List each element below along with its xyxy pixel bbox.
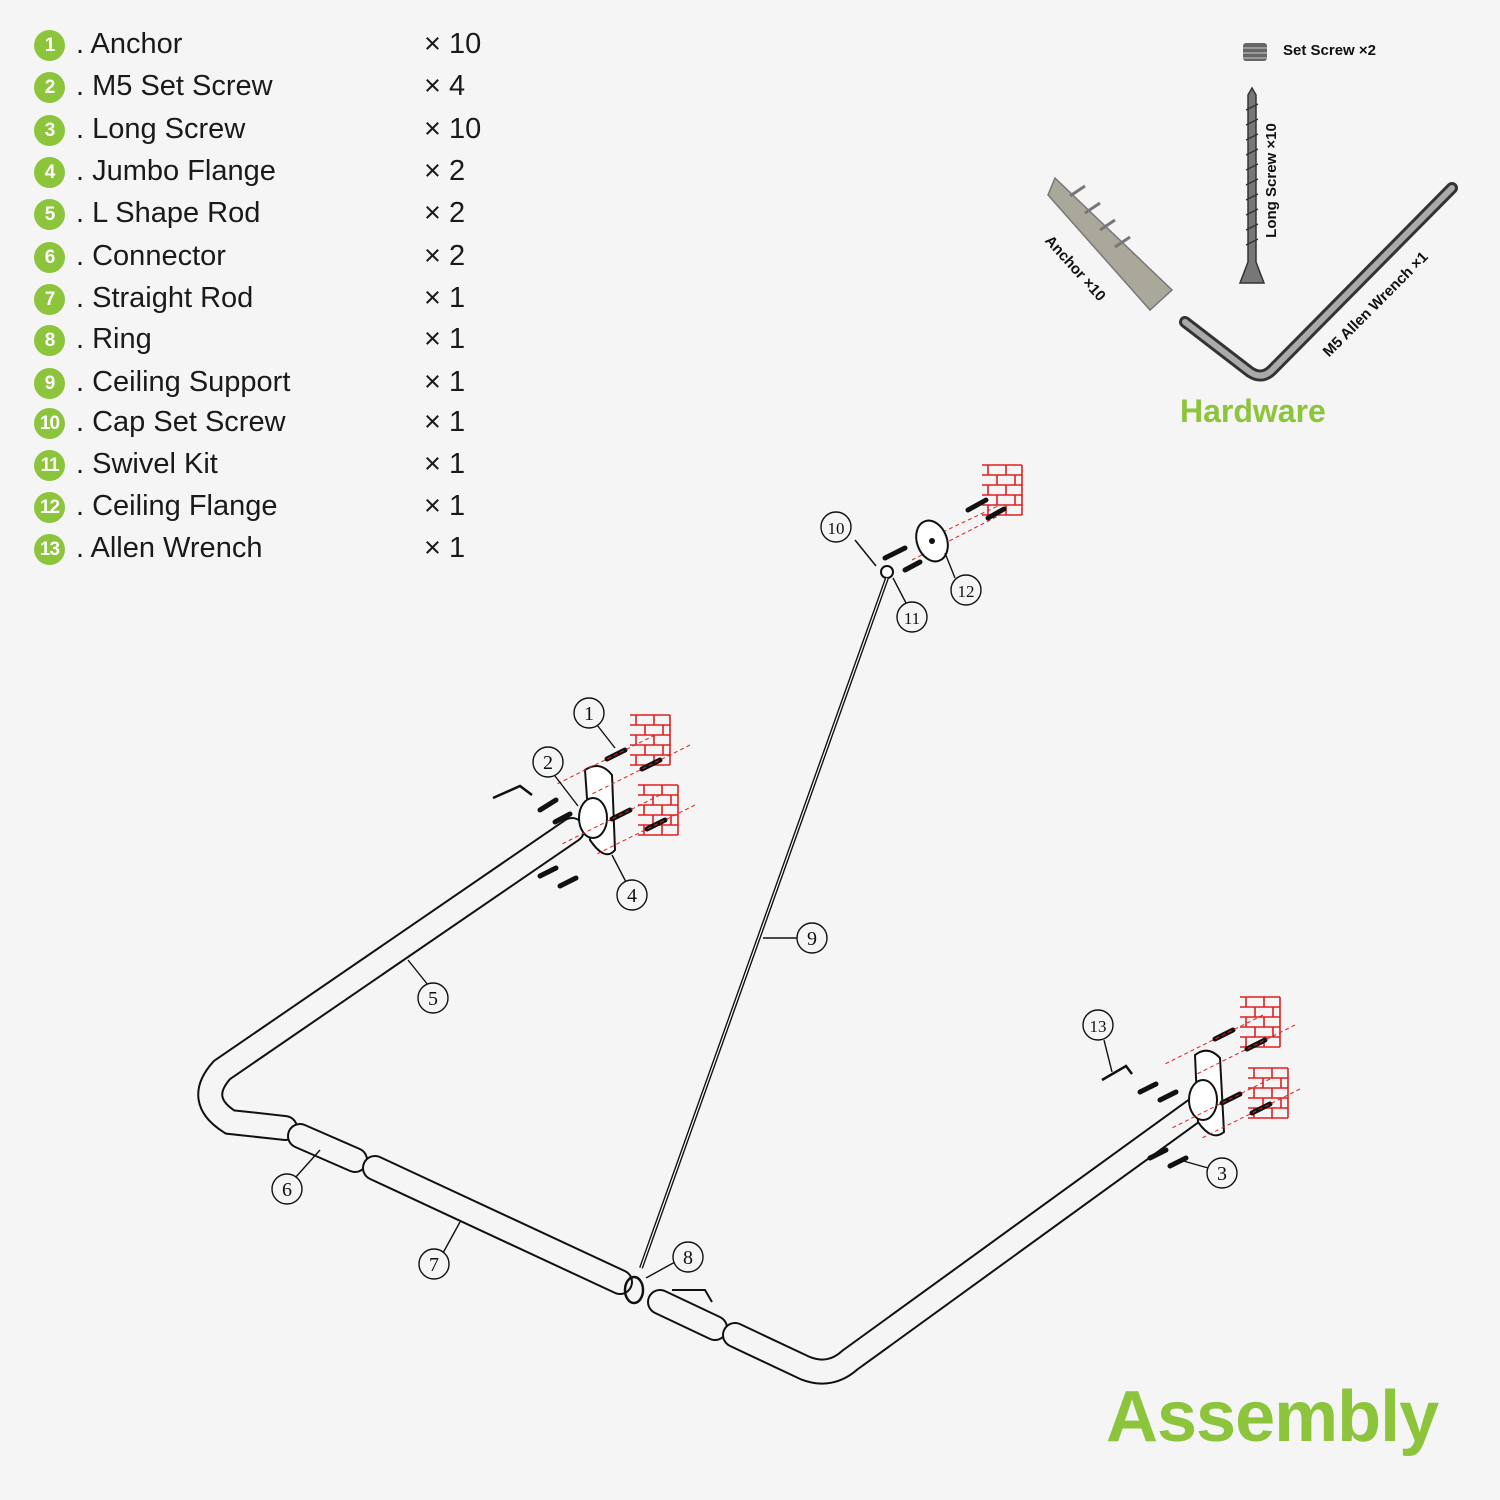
part-number-badge: 5 — [34, 199, 65, 230]
part-quantity: × 1 — [424, 366, 466, 398]
callout-13: 13 — [1090, 1017, 1107, 1036]
part-number-badge: 12 — [34, 492, 65, 523]
part-row: 3 . Long Screw × 10 — [34, 113, 534, 153]
part-quantity: × 1 — [424, 323, 466, 355]
part-quantity: × 1 — [424, 406, 466, 438]
part-quantity: × 4 — [424, 70, 466, 102]
part-row: 8 . Ring × 1 — [34, 323, 534, 363]
part-name: . Straight Rod — [76, 282, 254, 314]
part-name: . Long Screw — [76, 113, 246, 145]
part-quantity: × 2 — [424, 197, 466, 229]
part-quantity: × 1 — [424, 490, 466, 522]
part-name: . Ceiling Flange — [76, 490, 278, 522]
part-row: 9 . Ceiling Support × 1 — [34, 366, 534, 406]
part-name: . M5 Set Screw — [76, 70, 273, 102]
anchor-icon — [1047, 176, 1174, 312]
part-name: . Allen Wrench — [76, 532, 263, 564]
part-row: 4 . Jumbo Flange × 2 — [34, 155, 534, 195]
callout-8: 8 — [683, 1247, 693, 1269]
part-number-badge: 9 — [34, 368, 65, 399]
set-screw-label: Set Screw ×2 — [1283, 42, 1376, 59]
callout-11: 11 — [904, 609, 920, 628]
callout-6: 6 — [282, 1179, 292, 1201]
part-name: . Ring — [76, 323, 152, 355]
set-screw-icon — [1243, 43, 1267, 61]
part-name: . Connector — [76, 240, 226, 272]
part-quantity: × 10 — [424, 113, 482, 145]
part-quantity: × 10 — [424, 28, 482, 60]
callout-4: 4 — [627, 885, 637, 907]
part-row: 13 . Allen Wrench × 1 — [34, 532, 534, 572]
part-number-badge: 10 — [34, 408, 65, 439]
part-name: . Ceiling Support — [76, 366, 291, 398]
part-quantity: × 2 — [424, 155, 466, 187]
part-number-badge: 6 — [34, 242, 65, 273]
part-quantity: × 2 — [424, 240, 466, 272]
callout-10: 10 — [828, 519, 845, 538]
callout-2: 2 — [543, 752, 553, 774]
part-row: 7 . Straight Rod × 1 — [34, 282, 534, 322]
assembly-title: Assembly — [1106, 1377, 1439, 1457]
part-row: 11 . Swivel Kit × 1 — [34, 448, 534, 488]
part-row: 12 . Ceiling Flange × 1 — [34, 490, 534, 530]
long-screw-icon — [1238, 86, 1266, 284]
part-name: . Anchor — [76, 28, 183, 60]
part-quantity: × 1 — [424, 532, 466, 564]
part-number-badge: 13 — [34, 534, 65, 565]
callout-9: 9 — [807, 928, 817, 950]
hardware-title: Hardware — [1180, 393, 1326, 429]
part-number-badge: 8 — [34, 325, 65, 356]
part-number-badge: 1 — [34, 30, 65, 61]
part-number-badge: 7 — [34, 284, 65, 315]
part-row: 6 . Connector × 2 — [34, 240, 534, 280]
part-name: . L Shape Rod — [76, 197, 261, 229]
part-name: . Cap Set Screw — [76, 406, 286, 438]
part-number-badge: 2 — [34, 72, 65, 103]
callout-1: 1 — [584, 703, 594, 725]
part-row: 2 . M5 Set Screw × 4 — [34, 70, 534, 110]
part-number-badge: 11 — [34, 450, 65, 481]
callout-7: 7 — [429, 1254, 439, 1276]
part-quantity: × 1 — [424, 282, 466, 314]
part-row: 5 . L Shape Rod × 2 — [34, 197, 534, 237]
callout-5: 5 — [428, 988, 438, 1010]
callout-3: 3 — [1217, 1163, 1227, 1185]
allen-wrench-icon — [1179, 182, 1458, 382]
long-screw-label: Long Screw ×10 — [1262, 123, 1280, 238]
part-number-badge: 3 — [34, 115, 65, 146]
part-quantity: × 1 — [424, 448, 466, 480]
part-name: . Swivel Kit — [76, 448, 218, 480]
callout-12: 12 — [958, 582, 975, 601]
part-name: . Jumbo Flange — [76, 155, 276, 187]
part-row: 10 . Cap Set Screw × 1 — [34, 406, 534, 446]
part-number-badge: 4 — [34, 157, 65, 188]
part-row: 1 . Anchor × 10 — [34, 28, 534, 68]
